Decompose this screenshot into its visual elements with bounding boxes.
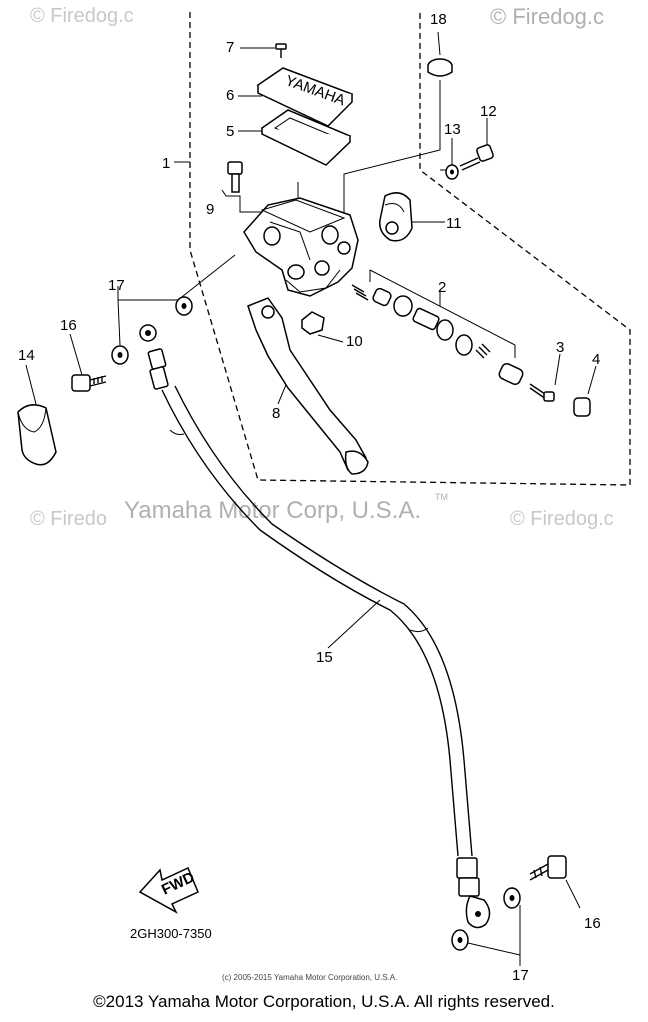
callout-17-lower: 17 — [512, 967, 529, 984]
watermark-top-right: © Firedog.c — [490, 4, 604, 29]
part-7-screw — [275, 43, 287, 58]
part-1-master-cylinder — [243, 197, 359, 297]
part-18-cap — [427, 58, 453, 77]
watermark-mid-right: © Firedog.c — [510, 508, 614, 530]
small-copyright: (c) 2005-2015 Yamaha Motor Corporation, … — [222, 973, 397, 982]
callout-6: 6 — [226, 87, 234, 104]
part-9-bolt — [227, 161, 243, 193]
diagram-code: 2GH300-7350 — [130, 926, 212, 941]
part-12-bolt — [459, 144, 494, 171]
callout-3: 3 — [556, 339, 564, 356]
part-15-brake-hose — [139, 324, 491, 929]
part-6-reservoir-cap: YAMAHA — [256, 67, 354, 127]
callout-11: 11 — [446, 215, 462, 232]
callout-13: 13 — [444, 121, 461, 138]
part-5-diaphragm — [260, 109, 352, 166]
part-2-piston-kit — [351, 284, 524, 386]
callout-7: 7 — [226, 39, 234, 56]
callout-16-lower: 16 — [584, 915, 601, 932]
callout-5: 5 — [226, 123, 234, 140]
part-14-rubber-cap — [17, 404, 57, 466]
part-13-washer — [445, 164, 459, 180]
fwd-arrow: FWD — [138, 866, 199, 914]
part-4-nut — [573, 397, 591, 417]
callout-9: 9 — [206, 201, 214, 218]
part-11-clamp — [378, 192, 413, 242]
callout-10: 10 — [346, 333, 363, 350]
part-10-nut — [301, 311, 325, 335]
watermark-center: Yamaha Motor Corp, U.S.A. — [124, 497, 421, 524]
callout-14: 14 — [18, 347, 35, 364]
part-8-lever — [247, 297, 369, 475]
callout-4: 4 — [592, 351, 600, 368]
part-16-banjo-bolt-upper — [71, 374, 107, 392]
callout-18: 18 — [430, 11, 447, 28]
watermark-tm: TM — [435, 492, 448, 502]
watermark-top-left: © Firedog.c — [30, 5, 134, 27]
callout-1: 1 — [162, 155, 170, 172]
watermark-mid-left: © Firedo — [30, 508, 107, 530]
callout-numbers: 1 2 3 4 5 6 7 8 9 10 11 12 13 14 15 16 1… — [18, 11, 601, 984]
part-16-banjo-bolt-lower — [529, 855, 567, 881]
leader-lines — [25, 31, 597, 966]
callout-12: 12 — [480, 103, 497, 120]
part-17-washers-lower — [451, 887, 521, 951]
part-3-bolt — [529, 383, 555, 402]
callout-17-upper: 17 — [108, 277, 125, 294]
callout-2: 2 — [438, 279, 446, 296]
part-17-washers-upper — [111, 296, 193, 365]
callout-16-upper: 16 — [60, 317, 77, 334]
footer-copyright: ©2013 Yamaha Motor Corporation, U.S.A. A… — [93, 992, 555, 1011]
callout-8: 8 — [272, 405, 280, 422]
callout-15: 15 — [316, 649, 333, 666]
